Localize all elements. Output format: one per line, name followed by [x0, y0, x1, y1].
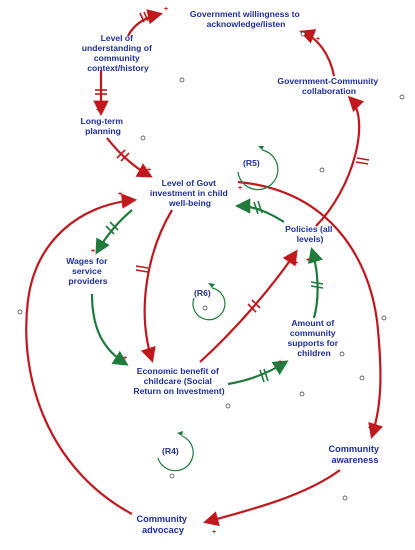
- polarity-sign: +: [123, 355, 127, 362]
- link-economic-to-supports: [227, 360, 289, 386]
- link-longterm-to-investment: [106, 137, 153, 178]
- link-wages-to-economic: [90, 293, 129, 366]
- delay-mark-policies-red: [247, 299, 261, 313]
- polarity-sign: +: [118, 191, 122, 198]
- node-understanding: Level of understanding of community cont…: [82, 33, 155, 73]
- link-investment-to-awareness: [237, 180, 383, 439]
- loop-r4-label: (R4): [162, 446, 179, 456]
- polarity-sign: +: [278, 359, 282, 366]
- loop-r6: (R6): [192, 283, 226, 321]
- link-supports-to-policies: [308, 247, 323, 319]
- loop-r4: (R4): [157, 431, 194, 472]
- delay-mark-supports: [259, 368, 269, 383]
- link-policies-to-collaboration: [315, 95, 365, 227]
- polarity-sign: +: [238, 185, 242, 192]
- link-collaboration-to-willingness: [299, 29, 336, 77]
- delay-mark-economic: [135, 265, 149, 273]
- delay-mark-collaboration: [355, 157, 370, 165]
- polarity-sign: +: [164, 6, 168, 13]
- polarity-sign: +: [316, 36, 320, 43]
- node-govt-community-collaboration: Government-Community collaboration: [277, 76, 380, 96]
- polarity-sign: +: [212, 529, 216, 536]
- delay-mark-investment: [116, 149, 130, 162]
- polarity-sign: +: [368, 425, 372, 432]
- delay-mark-wages: [105, 221, 119, 235]
- node-long-term-planning: Long-term planning: [81, 116, 126, 136]
- node-policies: Policies (all levels): [285, 224, 335, 244]
- handle-dots: [17, 31, 405, 501]
- polarity-signs: + + + + + + + + + + + + +: [91, 6, 372, 536]
- polarity-sign: +: [147, 167, 151, 174]
- loop-r6-label: (R6): [194, 288, 211, 298]
- link-understanding-to-willingness: [127, 9, 164, 37]
- node-wages: Wages for service providers: [66, 256, 110, 286]
- loop-r5: (R5): [237, 146, 279, 191]
- node-govt-investment: Level of Govt investment in child well-b…: [150, 178, 230, 208]
- loop-r5-label: (R5): [243, 158, 260, 168]
- polarity-sign: +: [96, 107, 100, 114]
- delay-mark-longterm: [95, 89, 107, 95]
- delay-mark-policies-green: [310, 281, 324, 289]
- node-govt-willingness: Government willingness to acknowledge/li…: [190, 9, 302, 29]
- polarity-sign: +: [306, 257, 310, 264]
- link-investment-to-economic: [140, 209, 173, 363]
- node-community-advocacy: Community advocacy: [136, 514, 189, 535]
- delay-mark-willingness: [139, 11, 149, 23]
- delay-mark-policies-to-investment: [253, 200, 263, 215]
- link-economic-to-policies: [199, 249, 298, 363]
- link-advocacy-to-investment: [25, 193, 138, 515]
- link-investment-to-wages: [95, 209, 133, 255]
- node-economic-benefit: Economic benefit of childcare (Social Re…: [133, 366, 224, 396]
- node-community-supports: Amount of community supports for childre…: [288, 318, 341, 358]
- polarity-sign: +: [91, 248, 95, 255]
- link-awareness-to-advocacy: [203, 469, 341, 527]
- node-community-awareness: Community awareness: [328, 444, 381, 465]
- polarity-sign: +: [294, 260, 298, 267]
